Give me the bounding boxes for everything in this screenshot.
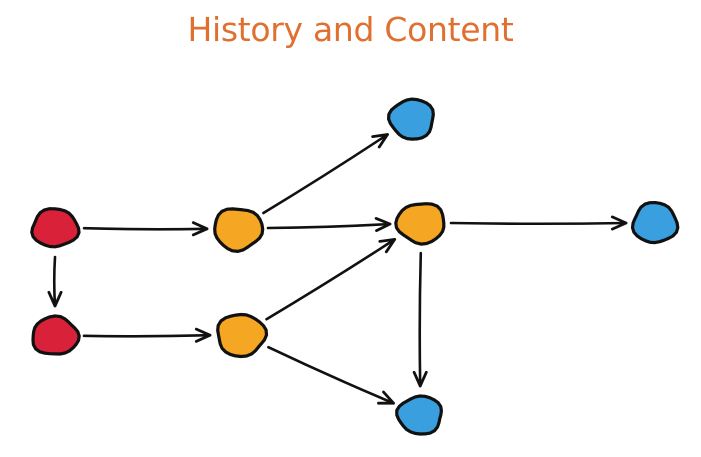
arrowhead	[371, 133, 389, 149]
node-blue-bottom	[395, 394, 443, 436]
node-orange-middle	[394, 202, 446, 246]
edge-orange-bottom-to-orange-middle	[265, 238, 397, 321]
node-blue-top	[387, 97, 435, 141]
edge-red-top-to-orange-top	[82, 221, 209, 237]
nodes-layer	[30, 97, 680, 436]
edge-line	[82, 226, 209, 231]
node-red-top	[30, 207, 81, 249]
edge-line	[418, 251, 423, 388]
edge-red-bottom-to-orange-bottom	[82, 327, 212, 343]
arrowhead	[191, 221, 209, 237]
edge-line	[449, 221, 628, 226]
edge-line	[82, 333, 212, 338]
edge-orange-top-to-orange-middle	[266, 217, 392, 232]
edge-orange-middle-to-blue-bottom	[412, 251, 428, 388]
arrowhead	[47, 290, 63, 308]
edge-orange-top-to-blue-top	[262, 133, 389, 215]
edge-line	[52, 255, 57, 308]
arrowhead	[412, 370, 428, 388]
edge-orange-middle-to-blue-right	[449, 215, 628, 231]
node-orange-bottom	[216, 312, 269, 359]
edge-line	[265, 238, 396, 321]
edge-line	[267, 345, 395, 405]
edge-orange-bottom-to-blue-bottom	[267, 345, 395, 405]
arrowhead	[194, 327, 212, 343]
arrowhead	[378, 238, 397, 254]
node-blue-right	[630, 201, 680, 245]
edge-line	[262, 133, 389, 215]
diagram-title: History and Content	[187, 10, 514, 49]
node-orange-top	[213, 207, 265, 253]
edge-line	[266, 222, 392, 230]
arrowhead	[374, 217, 392, 232]
arrowhead	[377, 390, 395, 405]
arrowhead	[610, 215, 628, 231]
edges-layer	[47, 133, 628, 405]
edge-red-top-to-red-bottom	[47, 255, 63, 308]
node-red-bottom	[31, 314, 81, 356]
